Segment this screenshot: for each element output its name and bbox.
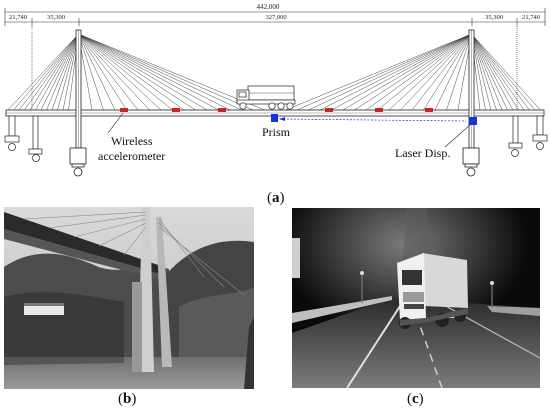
dim-right-outer: 21,740 bbox=[522, 14, 540, 21]
stay-cable bbox=[331, 33, 472, 111]
stay-cable bbox=[7, 33, 79, 111]
wireless-label-line2: accelerometer bbox=[98, 149, 165, 163]
prism-marker bbox=[271, 114, 278, 122]
stay-cable bbox=[46, 33, 79, 111]
accelerometer-marker bbox=[218, 108, 226, 112]
accelerometer-markers bbox=[120, 108, 433, 112]
stay-cable bbox=[24, 33, 79, 111]
laser-leader bbox=[444, 124, 471, 148]
stay-cable bbox=[40, 33, 79, 111]
dim-main: 327,000 bbox=[265, 14, 286, 21]
stay-cable bbox=[308, 33, 472, 111]
stay-cable bbox=[471, 33, 525, 111]
stay-cable bbox=[423, 33, 472, 111]
accelerometer-leader bbox=[107, 112, 124, 134]
stay-cable bbox=[78, 33, 150, 111]
laser-beam-arrow bbox=[279, 117, 285, 121]
accelerometer-marker bbox=[172, 108, 180, 112]
accelerometer-marker bbox=[120, 108, 128, 112]
stay-cable bbox=[35, 33, 79, 111]
stay-cable bbox=[296, 33, 472, 111]
stay-cable bbox=[78, 33, 196, 111]
right-pylon bbox=[462, 29, 480, 177]
stay-cables bbox=[7, 33, 541, 111]
stay-cable bbox=[388, 33, 472, 111]
stay-cable bbox=[78, 33, 185, 111]
stay-cable bbox=[78, 33, 162, 111]
caption-c: (c) bbox=[407, 391, 424, 407]
laser-marker bbox=[469, 117, 477, 125]
stay-cable bbox=[471, 33, 536, 111]
stay-cable bbox=[471, 33, 514, 111]
stay-cable bbox=[78, 33, 231, 111]
truck-photo bbox=[292, 208, 540, 388]
left-pylon bbox=[69, 29, 87, 177]
caption-b: (b) bbox=[118, 391, 137, 407]
stay-cable bbox=[471, 33, 508, 111]
stay-cable bbox=[51, 33, 79, 111]
stay-cable bbox=[78, 33, 116, 111]
wireless-label-line1: Wireless bbox=[111, 134, 153, 148]
laser-beam bbox=[279, 118, 467, 122]
caption-a: (a) bbox=[267, 190, 285, 206]
stay-cable bbox=[78, 33, 265, 111]
stay-cable bbox=[319, 33, 472, 111]
piers bbox=[4, 115, 548, 162]
stay-cable bbox=[29, 33, 79, 111]
stay-cable bbox=[78, 33, 254, 111]
stay-cable bbox=[471, 33, 541, 111]
stay-cable bbox=[342, 33, 472, 111]
stay-cable bbox=[285, 33, 472, 111]
dim-total: 442,000 bbox=[257, 3, 280, 11]
stay-cable bbox=[365, 33, 472, 111]
stay-cable bbox=[18, 33, 79, 111]
accelerometer-marker bbox=[425, 108, 433, 112]
truck-icon bbox=[236, 85, 296, 110]
dim-left-outer: 21,740 bbox=[9, 14, 27, 21]
stay-cable bbox=[411, 33, 472, 111]
stay-cable bbox=[78, 33, 242, 111]
stay-cable bbox=[78, 33, 173, 111]
stay-cable bbox=[78, 33, 208, 111]
stay-cable bbox=[78, 33, 139, 111]
stay-cable bbox=[446, 33, 472, 111]
stay-cable bbox=[471, 33, 519, 111]
stay-cable bbox=[377, 33, 472, 111]
dim-left-side: 35,300 bbox=[47, 14, 65, 21]
bridge-photo bbox=[4, 207, 254, 389]
dimension-lines bbox=[4, 8, 546, 110]
stay-cable bbox=[78, 33, 127, 111]
stay-cable bbox=[13, 33, 79, 111]
prism-label: Prism bbox=[262, 125, 291, 139]
stay-cable bbox=[471, 33, 530, 111]
stay-cable bbox=[471, 33, 497, 111]
bridge-elevation-diagram: 442,000 21,740 35,300 327,000 35,300 21,… bbox=[4, 3, 548, 177]
stay-cable bbox=[57, 33, 79, 111]
stay-cable bbox=[471, 33, 492, 111]
stay-cable bbox=[354, 33, 472, 111]
accelerometer-marker bbox=[325, 108, 333, 112]
accelerometer-marker bbox=[375, 108, 383, 112]
stay-cable bbox=[471, 33, 503, 111]
stay-cable bbox=[78, 33, 219, 111]
dim-right-side: 35,300 bbox=[485, 14, 503, 21]
stay-cable bbox=[434, 33, 472, 111]
stay-cable bbox=[400, 33, 472, 111]
stay-cable bbox=[78, 33, 104, 111]
laser-label: Laser Disp. bbox=[395, 146, 450, 160]
